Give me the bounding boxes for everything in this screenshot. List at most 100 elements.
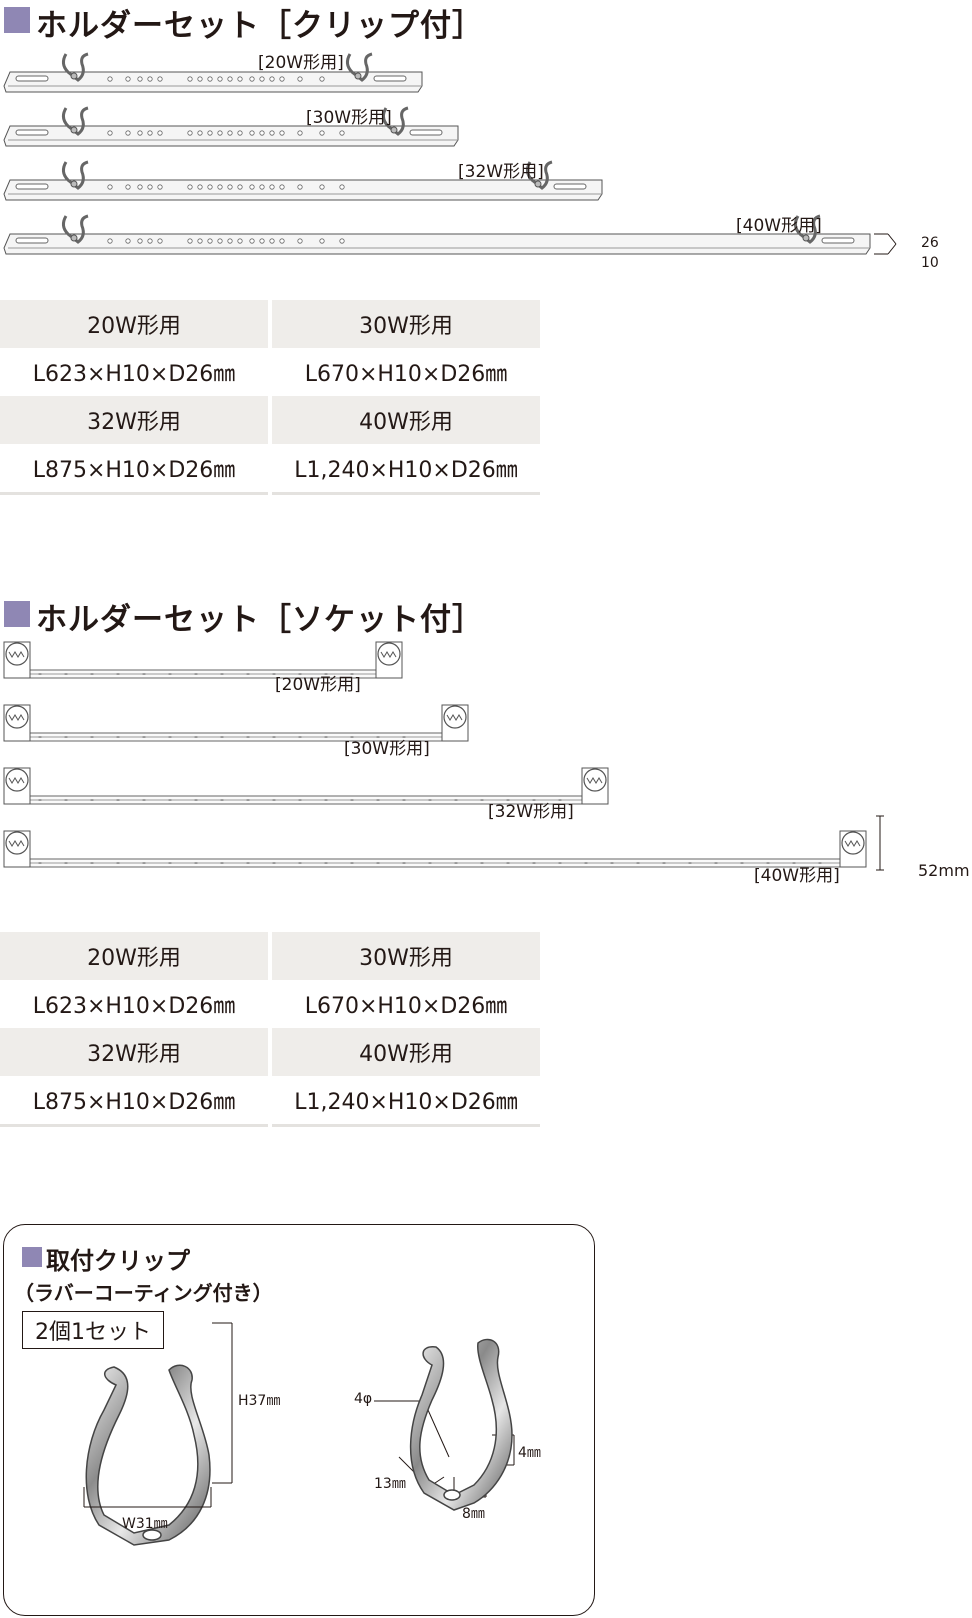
rail-hole xyxy=(662,862,666,864)
clip-card-subtitle: （ラバーコーティング付き） xyxy=(14,1281,273,1305)
hole xyxy=(279,238,285,244)
rail-hole xyxy=(298,673,302,675)
rail-hole xyxy=(168,736,172,738)
set-count-box: 2個1セット xyxy=(22,1311,164,1349)
hole xyxy=(217,130,223,136)
rail-hole xyxy=(558,799,562,801)
clip-shape xyxy=(61,106,89,136)
hole xyxy=(249,184,255,190)
rail-hole xyxy=(454,799,458,801)
clip-shape xyxy=(61,160,89,190)
clip-rivet xyxy=(354,72,362,80)
hole xyxy=(269,238,275,244)
rail-hole xyxy=(792,862,796,864)
bar-label-20w: [20W形用] xyxy=(258,53,344,73)
dim-tick xyxy=(887,233,897,245)
rail-hole xyxy=(38,673,42,675)
clip-rivet xyxy=(70,180,78,188)
rail-hole xyxy=(402,736,406,738)
socket-pins xyxy=(8,714,25,721)
rail-hole xyxy=(584,862,588,864)
hole xyxy=(217,184,223,190)
bar-label-32w: [32W形用] xyxy=(458,162,544,182)
rail-hole xyxy=(558,862,562,864)
hole xyxy=(157,76,163,82)
socket-disc xyxy=(377,642,401,666)
table-cell: L875×H10×D26㎜ xyxy=(0,444,268,495)
socket-icon xyxy=(441,704,469,742)
rail-hole xyxy=(532,862,536,864)
clip-rivet xyxy=(70,234,78,242)
clip-rivet xyxy=(70,126,78,134)
hole xyxy=(319,238,325,244)
section-title-clip-set: ホルダーセット［クリップ付］ xyxy=(36,8,484,44)
socket-disc xyxy=(583,768,607,792)
rail-hole xyxy=(506,799,510,801)
socket-pins xyxy=(8,840,25,847)
rail-hole xyxy=(64,673,68,675)
hole xyxy=(137,76,143,82)
table-cell: 30W形用 xyxy=(272,932,540,980)
socket-pins xyxy=(446,714,463,721)
socket-holder-bars-figure xyxy=(3,641,884,871)
socket-icon xyxy=(839,830,867,868)
slot xyxy=(373,75,407,82)
clip-angled-view xyxy=(409,1338,513,1511)
clip-bar xyxy=(3,160,603,201)
clip-card: 取付クリップ （ラバーコーティング付き） 2個1セット xyxy=(3,1224,595,1616)
rail-hole xyxy=(766,862,770,864)
hole xyxy=(125,184,131,190)
clip-icon xyxy=(61,214,89,244)
rail-hole xyxy=(246,799,250,801)
hole xyxy=(147,238,153,244)
clip-shape xyxy=(381,106,409,136)
hole xyxy=(279,76,285,82)
table-cell: L1,240×H10×D26㎜ xyxy=(272,444,540,495)
hole xyxy=(157,130,163,136)
slot xyxy=(15,75,49,82)
socket-disc xyxy=(841,831,865,855)
rail-hole xyxy=(506,862,510,864)
rail-hole xyxy=(298,736,302,738)
rail-hole xyxy=(350,799,354,801)
bar-label-40w: [40W形用] xyxy=(754,866,840,886)
table-cell: 30W形用 xyxy=(272,300,540,348)
table-cell: L623×H10×D26㎜ xyxy=(32,362,236,387)
slot xyxy=(15,183,49,190)
card-marker xyxy=(22,1247,42,1267)
rail-hole xyxy=(272,736,276,738)
hole xyxy=(237,184,243,190)
rail-hole xyxy=(116,673,120,675)
socket-bar xyxy=(3,704,469,742)
hole xyxy=(137,238,143,244)
hole xyxy=(125,76,131,82)
rail-hole xyxy=(324,736,328,738)
hole xyxy=(125,130,131,136)
rail-hole xyxy=(350,862,354,864)
rail-hole xyxy=(116,799,120,801)
hole xyxy=(137,184,143,190)
hole xyxy=(269,184,275,190)
hole xyxy=(259,76,265,82)
socket-icon xyxy=(3,641,31,679)
rail-hole xyxy=(220,799,224,801)
clip-icon xyxy=(793,214,821,244)
socket-icon xyxy=(3,767,31,805)
rail-hole xyxy=(38,862,42,864)
rail-hole xyxy=(402,862,406,864)
rail-hole xyxy=(38,736,42,738)
rail-hole xyxy=(636,862,640,864)
rail-hole xyxy=(116,862,120,864)
hole xyxy=(269,76,275,82)
clip-bar xyxy=(3,52,423,93)
hole xyxy=(227,238,233,244)
rail-hole xyxy=(168,673,172,675)
rail-hole xyxy=(324,862,328,864)
clip-shape xyxy=(61,214,89,244)
rail-hole xyxy=(402,799,406,801)
hole xyxy=(227,76,233,82)
hole xyxy=(269,130,275,136)
rail-hole xyxy=(194,799,198,801)
socket-pins xyxy=(8,777,25,784)
rail-hole xyxy=(220,736,224,738)
